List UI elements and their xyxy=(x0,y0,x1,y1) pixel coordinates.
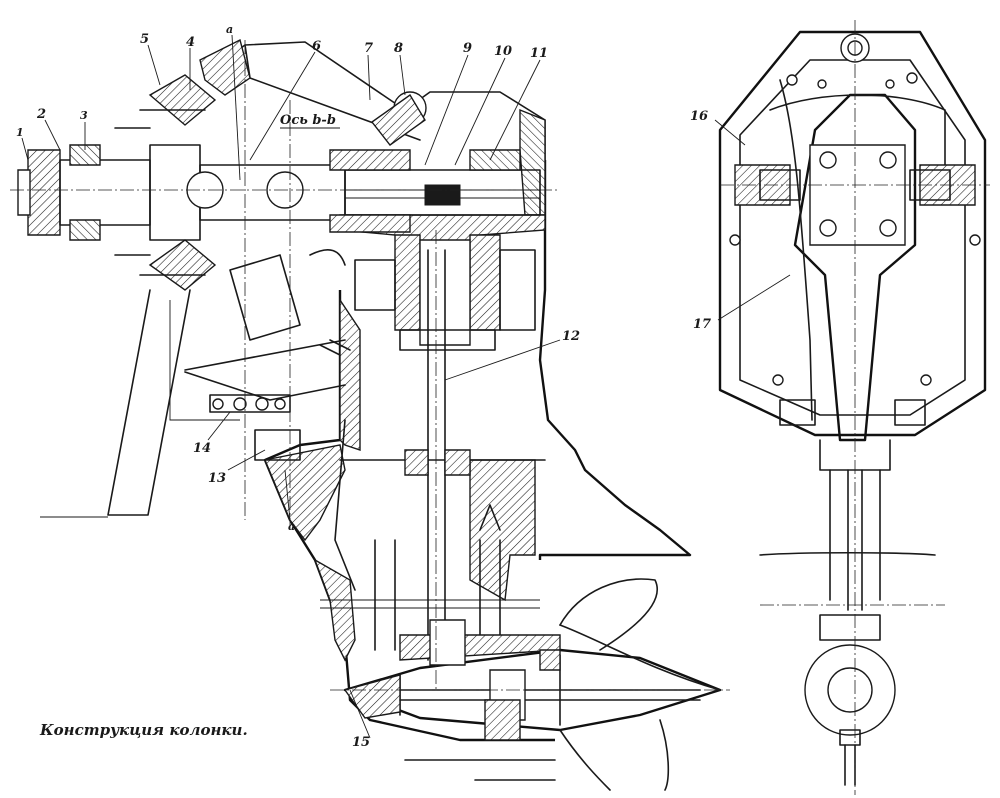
callout-13: 13 xyxy=(208,471,226,486)
figure-caption: Конструкция колонки. xyxy=(39,721,248,739)
callout-3: 3 xyxy=(80,109,88,122)
callout-7: 7 xyxy=(364,41,373,56)
callout-14: 14 xyxy=(193,441,211,456)
callout-8: 8 xyxy=(394,41,403,56)
callout-16: 16 xyxy=(690,109,708,124)
leader-lines xyxy=(21,34,791,739)
callout-12: 12 xyxy=(562,329,580,344)
callout-1: 1 xyxy=(16,126,24,139)
callout-9: 9 xyxy=(463,41,472,56)
section-axis-label: Ось b-b xyxy=(280,113,336,128)
callout-2: 2 xyxy=(36,107,46,122)
section-mark-bottom: a xyxy=(288,520,295,533)
callout-10: 10 xyxy=(494,44,512,59)
callout-11: 11 xyxy=(530,46,548,61)
callout-6: 6 xyxy=(312,39,321,54)
front-view xyxy=(718,20,990,795)
callout-17: 17 xyxy=(693,317,711,332)
labels: 1 2 3 4 5 6 7 8 9 10 11 12 13 14 15 16 1… xyxy=(16,23,711,750)
sectional-view xyxy=(10,38,730,791)
section-mark-top: a xyxy=(226,23,233,36)
callout-4: 4 xyxy=(186,35,195,50)
callout-5: 5 xyxy=(140,32,149,47)
callout-15: 15 xyxy=(352,735,370,750)
